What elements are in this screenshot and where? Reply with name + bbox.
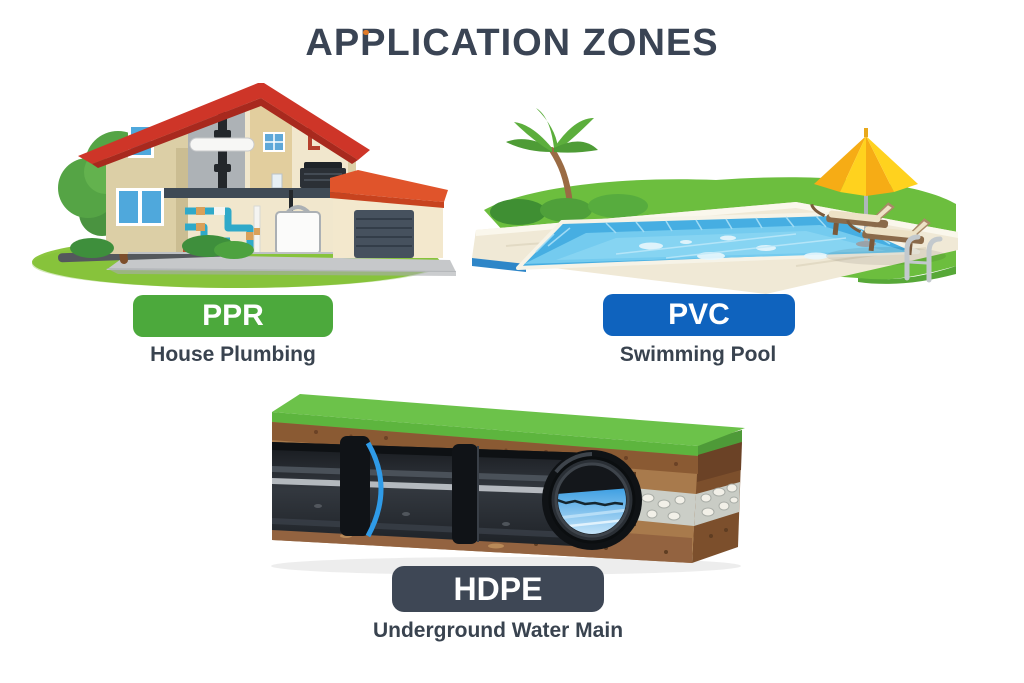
umbrella-icon [814,128,918,247]
pool-ladder-icon [904,234,943,283]
hdpe-pipe [272,436,642,550]
ppr-caption: House Plumbing [150,343,316,366]
pipe-water [558,488,626,534]
title-accent-dot [363,30,369,35]
riser-pipe [189,112,255,190]
floor-slab [134,188,350,198]
garage [330,170,448,258]
pipe-open-end [542,450,642,550]
pipe-joint [452,444,478,544]
underground-pipe-illustration [271,394,745,575]
lounge-chairs [810,202,946,265]
page-title: APPLICATION ZONES [305,22,719,64]
swimming-pool-illustration [472,108,958,294]
attic-window [263,132,285,152]
blue-stripe-ring [365,441,384,538]
water-highlights [639,235,828,260]
pool-water [516,212,920,270]
small-tank [271,173,283,189]
driveway [58,246,456,276]
bushes [70,235,254,259]
garage-door [354,210,414,258]
soil-right-face [692,430,742,563]
pvc-caption: Swimming Pool [619,343,777,366]
pipe-coupling [340,436,370,536]
pool-bushes [490,194,648,225]
pvc-badge: PVC [603,294,795,336]
hdpe-badge: HDPE [392,566,604,612]
gravel-right [700,483,739,517]
house-plumbing-illustration [32,83,456,288]
ppr-badge: PPR [133,295,333,337]
water-heater [275,205,321,254]
gravel-front [641,493,686,521]
palm-tree-icon [506,108,598,207]
roof [78,83,370,168]
hdpe-caption: Underground Water Main [372,619,624,642]
